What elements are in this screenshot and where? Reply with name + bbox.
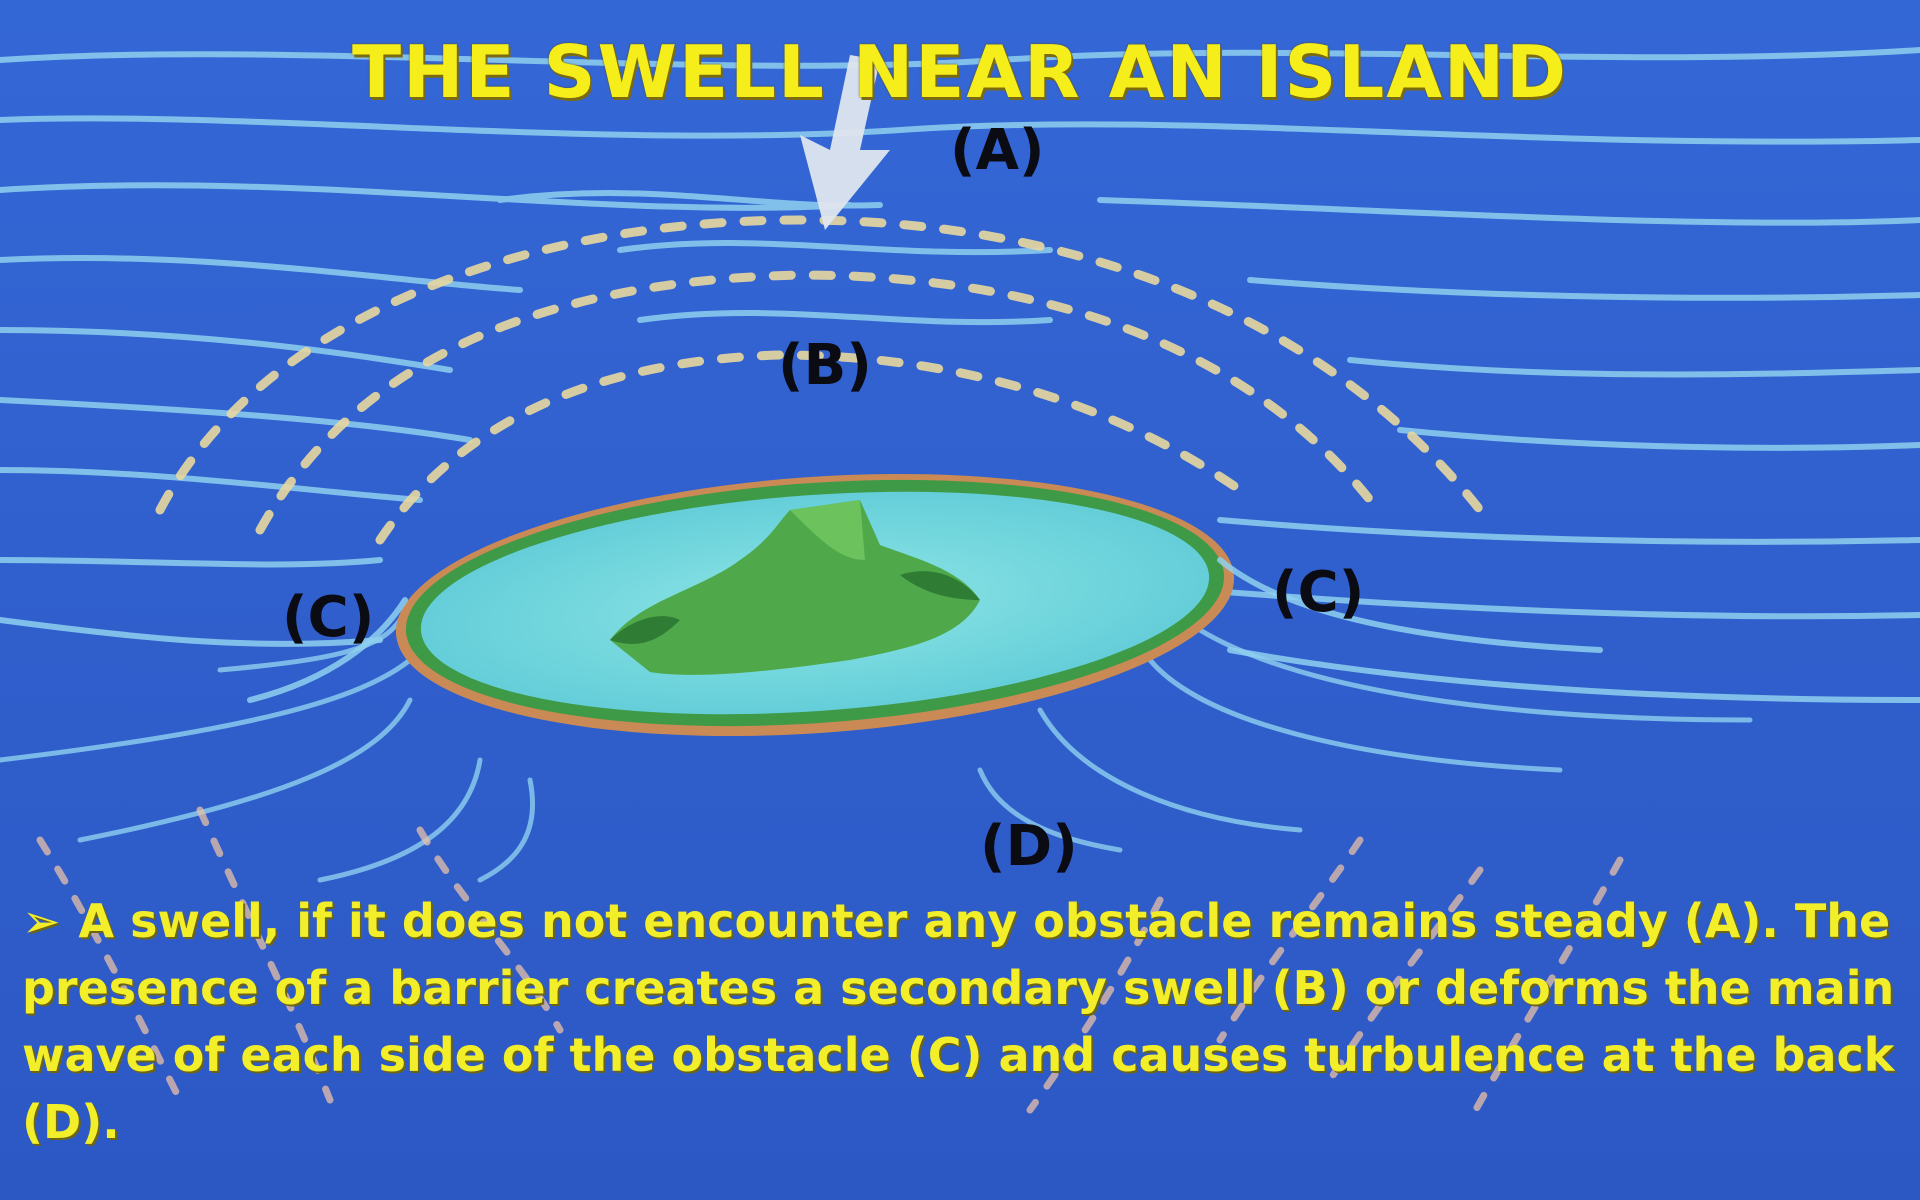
caption-text: A swell, if it does not encounter any ob… bbox=[22, 894, 1894, 1149]
explanation-caption: ➢A swell, if it does not encounter any o… bbox=[22, 888, 1902, 1156]
diagram-title: THE SWELL NEAR AN ISLAND bbox=[0, 30, 1920, 114]
label-c-left: (C) bbox=[282, 585, 374, 650]
label-d: (D) bbox=[980, 814, 1078, 879]
label-a: (A) bbox=[950, 118, 1045, 183]
bullet-arrow-icon: ➢ bbox=[22, 894, 61, 948]
label-b: (B) bbox=[778, 333, 872, 398]
label-c-right: (C) bbox=[1272, 560, 1364, 625]
